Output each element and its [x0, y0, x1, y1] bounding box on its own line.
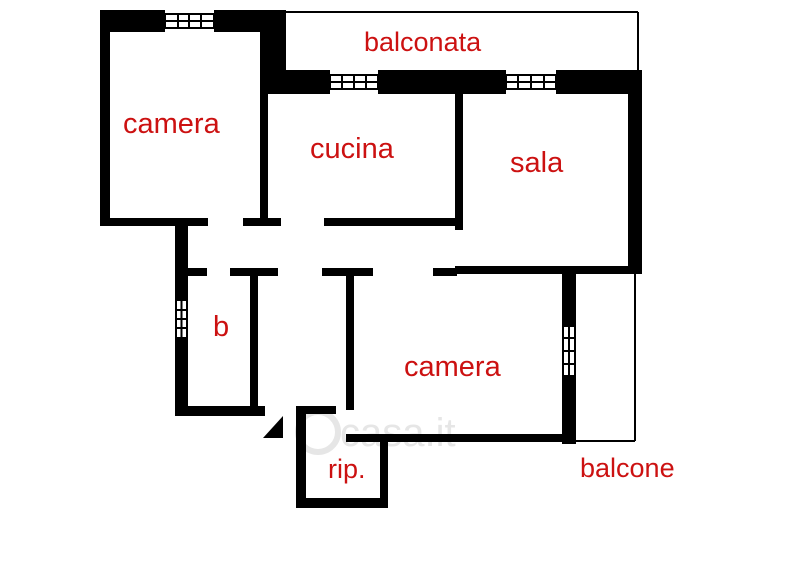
wall-segment [346, 434, 572, 442]
wall-segment [322, 268, 373, 276]
wall-segment [100, 218, 208, 226]
window-icon [562, 325, 576, 377]
room-label-balconata: balconata [364, 27, 482, 57]
wall-segment [324, 218, 463, 226]
wall-segment [296, 498, 386, 508]
room-label-balcone: balcone [580, 453, 675, 483]
room-label-sala: sala [510, 147, 564, 179]
wall-segment [556, 70, 642, 94]
wall-segment [296, 406, 306, 508]
wall-segment [175, 406, 265, 416]
wall-segment [175, 268, 207, 276]
window-icon [329, 74, 379, 90]
windows [164, 13, 576, 377]
wall-segment [346, 276, 354, 410]
wall-segment [250, 276, 258, 410]
wall-segment [562, 376, 576, 444]
window-icon [175, 299, 188, 339]
window-icon [164, 13, 215, 29]
watermark-text: casa.it [340, 411, 456, 455]
wall-segment [260, 80, 268, 226]
balconata-outline [285, 11, 639, 70]
wall-segment [378, 70, 506, 94]
wall-segment [175, 226, 188, 300]
wall-segment [100, 10, 165, 32]
wall-segment [562, 274, 576, 326]
wall-segment [262, 70, 330, 94]
room-label-cucina: cucina [310, 133, 395, 165]
wall-segment [455, 94, 463, 230]
wall-segment [230, 268, 278, 276]
wall-segment [380, 440, 388, 508]
wall-segment [100, 10, 110, 226]
wall-segment [455, 266, 642, 274]
window-icon [505, 74, 557, 90]
balcone-outline [575, 272, 636, 442]
walls [100, 10, 642, 508]
wall-segment [296, 406, 336, 414]
wall-segment [260, 10, 286, 80]
room-label-camera-top: camera [123, 108, 221, 140]
room-label-bagno: b [213, 311, 229, 343]
room-label-ripostiglio: rip. [328, 454, 366, 484]
wall-segment [433, 268, 457, 276]
room-label-camera-bottom: camera [404, 351, 502, 383]
wall-segment [628, 70, 642, 274]
wall-segment [175, 338, 188, 416]
watermark: casa.it [295, 409, 456, 455]
entrance-arrow-icon [263, 416, 283, 438]
wall-segment [243, 218, 281, 226]
